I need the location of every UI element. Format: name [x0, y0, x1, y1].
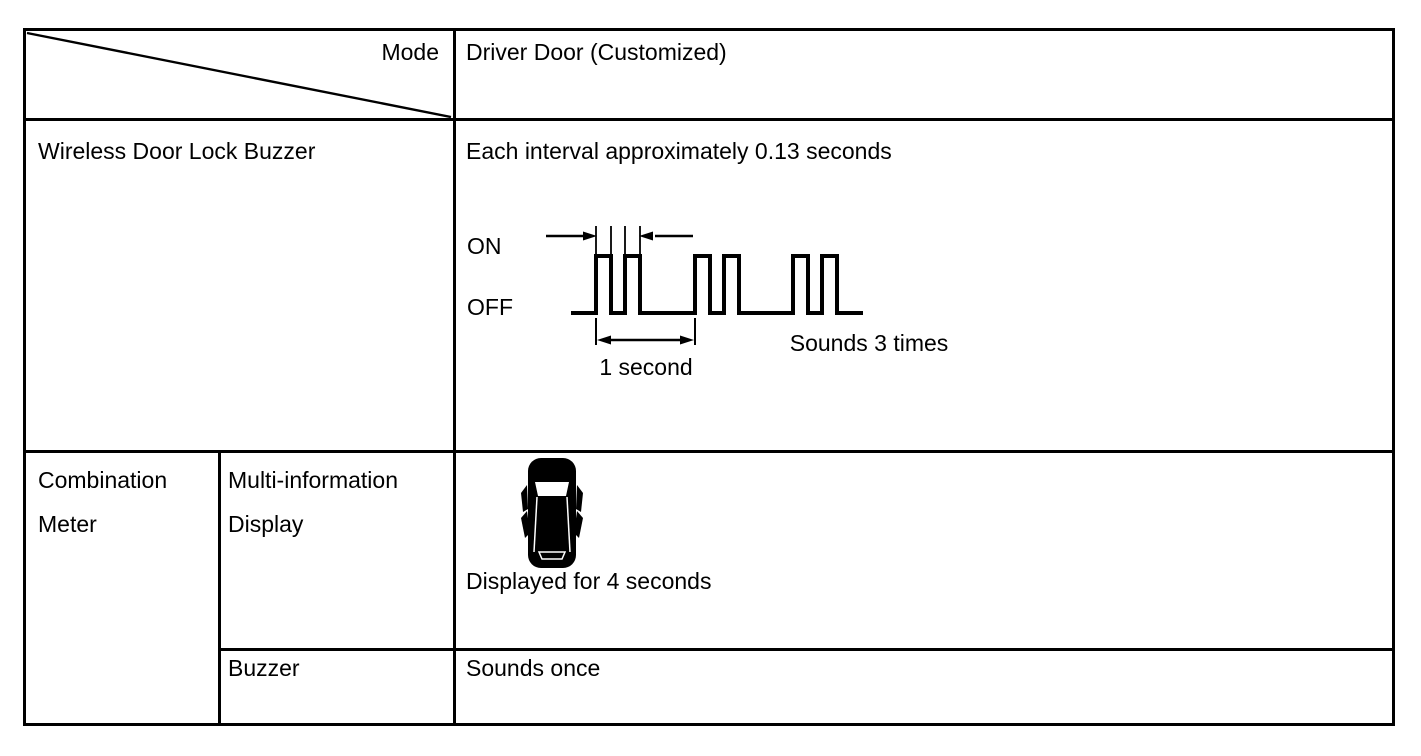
waveform-on-label: ON	[467, 233, 502, 259]
car-front-left-door	[521, 485, 528, 512]
mode-corner-label: Mode	[381, 39, 439, 65]
car-left-side-line	[533, 496, 538, 553]
interval-arrow-right-head	[639, 231, 653, 241]
column-divider-sub	[218, 450, 221, 723]
sounds-3-times-label: Sounds 3 times	[790, 330, 949, 356]
car-doors-open-icon	[521, 458, 583, 568]
second-dimension-ticks	[595, 318, 696, 345]
car-rear-window	[537, 551, 567, 560]
interval-tick-marks	[595, 226, 641, 255]
car-rear-right-door	[574, 511, 583, 538]
combination-meter-label: Combination Meter	[38, 467, 168, 537]
car-windshield	[535, 482, 569, 496]
row-divider-header	[26, 118, 1392, 121]
row-divider-multi	[218, 648, 1392, 651]
buzzer-row-label: Buzzer	[228, 655, 300, 681]
wireless-row-label: Wireless Door Lock Buzzer	[38, 138, 316, 164]
buzzer-row-value: Sounds once	[466, 655, 601, 681]
waveform-off-label: OFF	[467, 294, 513, 320]
buzzer-waveform-path	[571, 254, 863, 315]
column-divider-main	[453, 31, 456, 723]
car-right-side-line	[566, 496, 571, 553]
wireless-description: Each interval approximately 0.13 seconds	[466, 138, 892, 164]
multi-information-display-value: Displayed for 4 seconds	[466, 568, 712, 594]
car-front-right-door	[576, 485, 583, 512]
one-second-arrow-head-right	[680, 335, 694, 345]
car-rear-left-door	[521, 511, 530, 538]
one-second-arrow-head-left	[597, 335, 611, 345]
mode-value: Driver Door (Customized)	[466, 39, 727, 65]
interval-arrow-left-head	[583, 231, 597, 241]
header-diagonal-line	[26, 31, 452, 118]
interval-marker	[546, 226, 693, 255]
one-second-label: 1 second	[599, 354, 692, 380]
multi-information-display-label: Multi-information Display	[228, 467, 398, 537]
mode-table: Mode Driver Door (Customized) Wireless D…	[23, 28, 1395, 726]
one-second-marker: 1 second	[595, 318, 696, 380]
row-divider-wireless	[26, 450, 1392, 453]
buzzer-timing-diagram: ON OFF 1 second Sounds 3 times	[467, 226, 949, 380]
